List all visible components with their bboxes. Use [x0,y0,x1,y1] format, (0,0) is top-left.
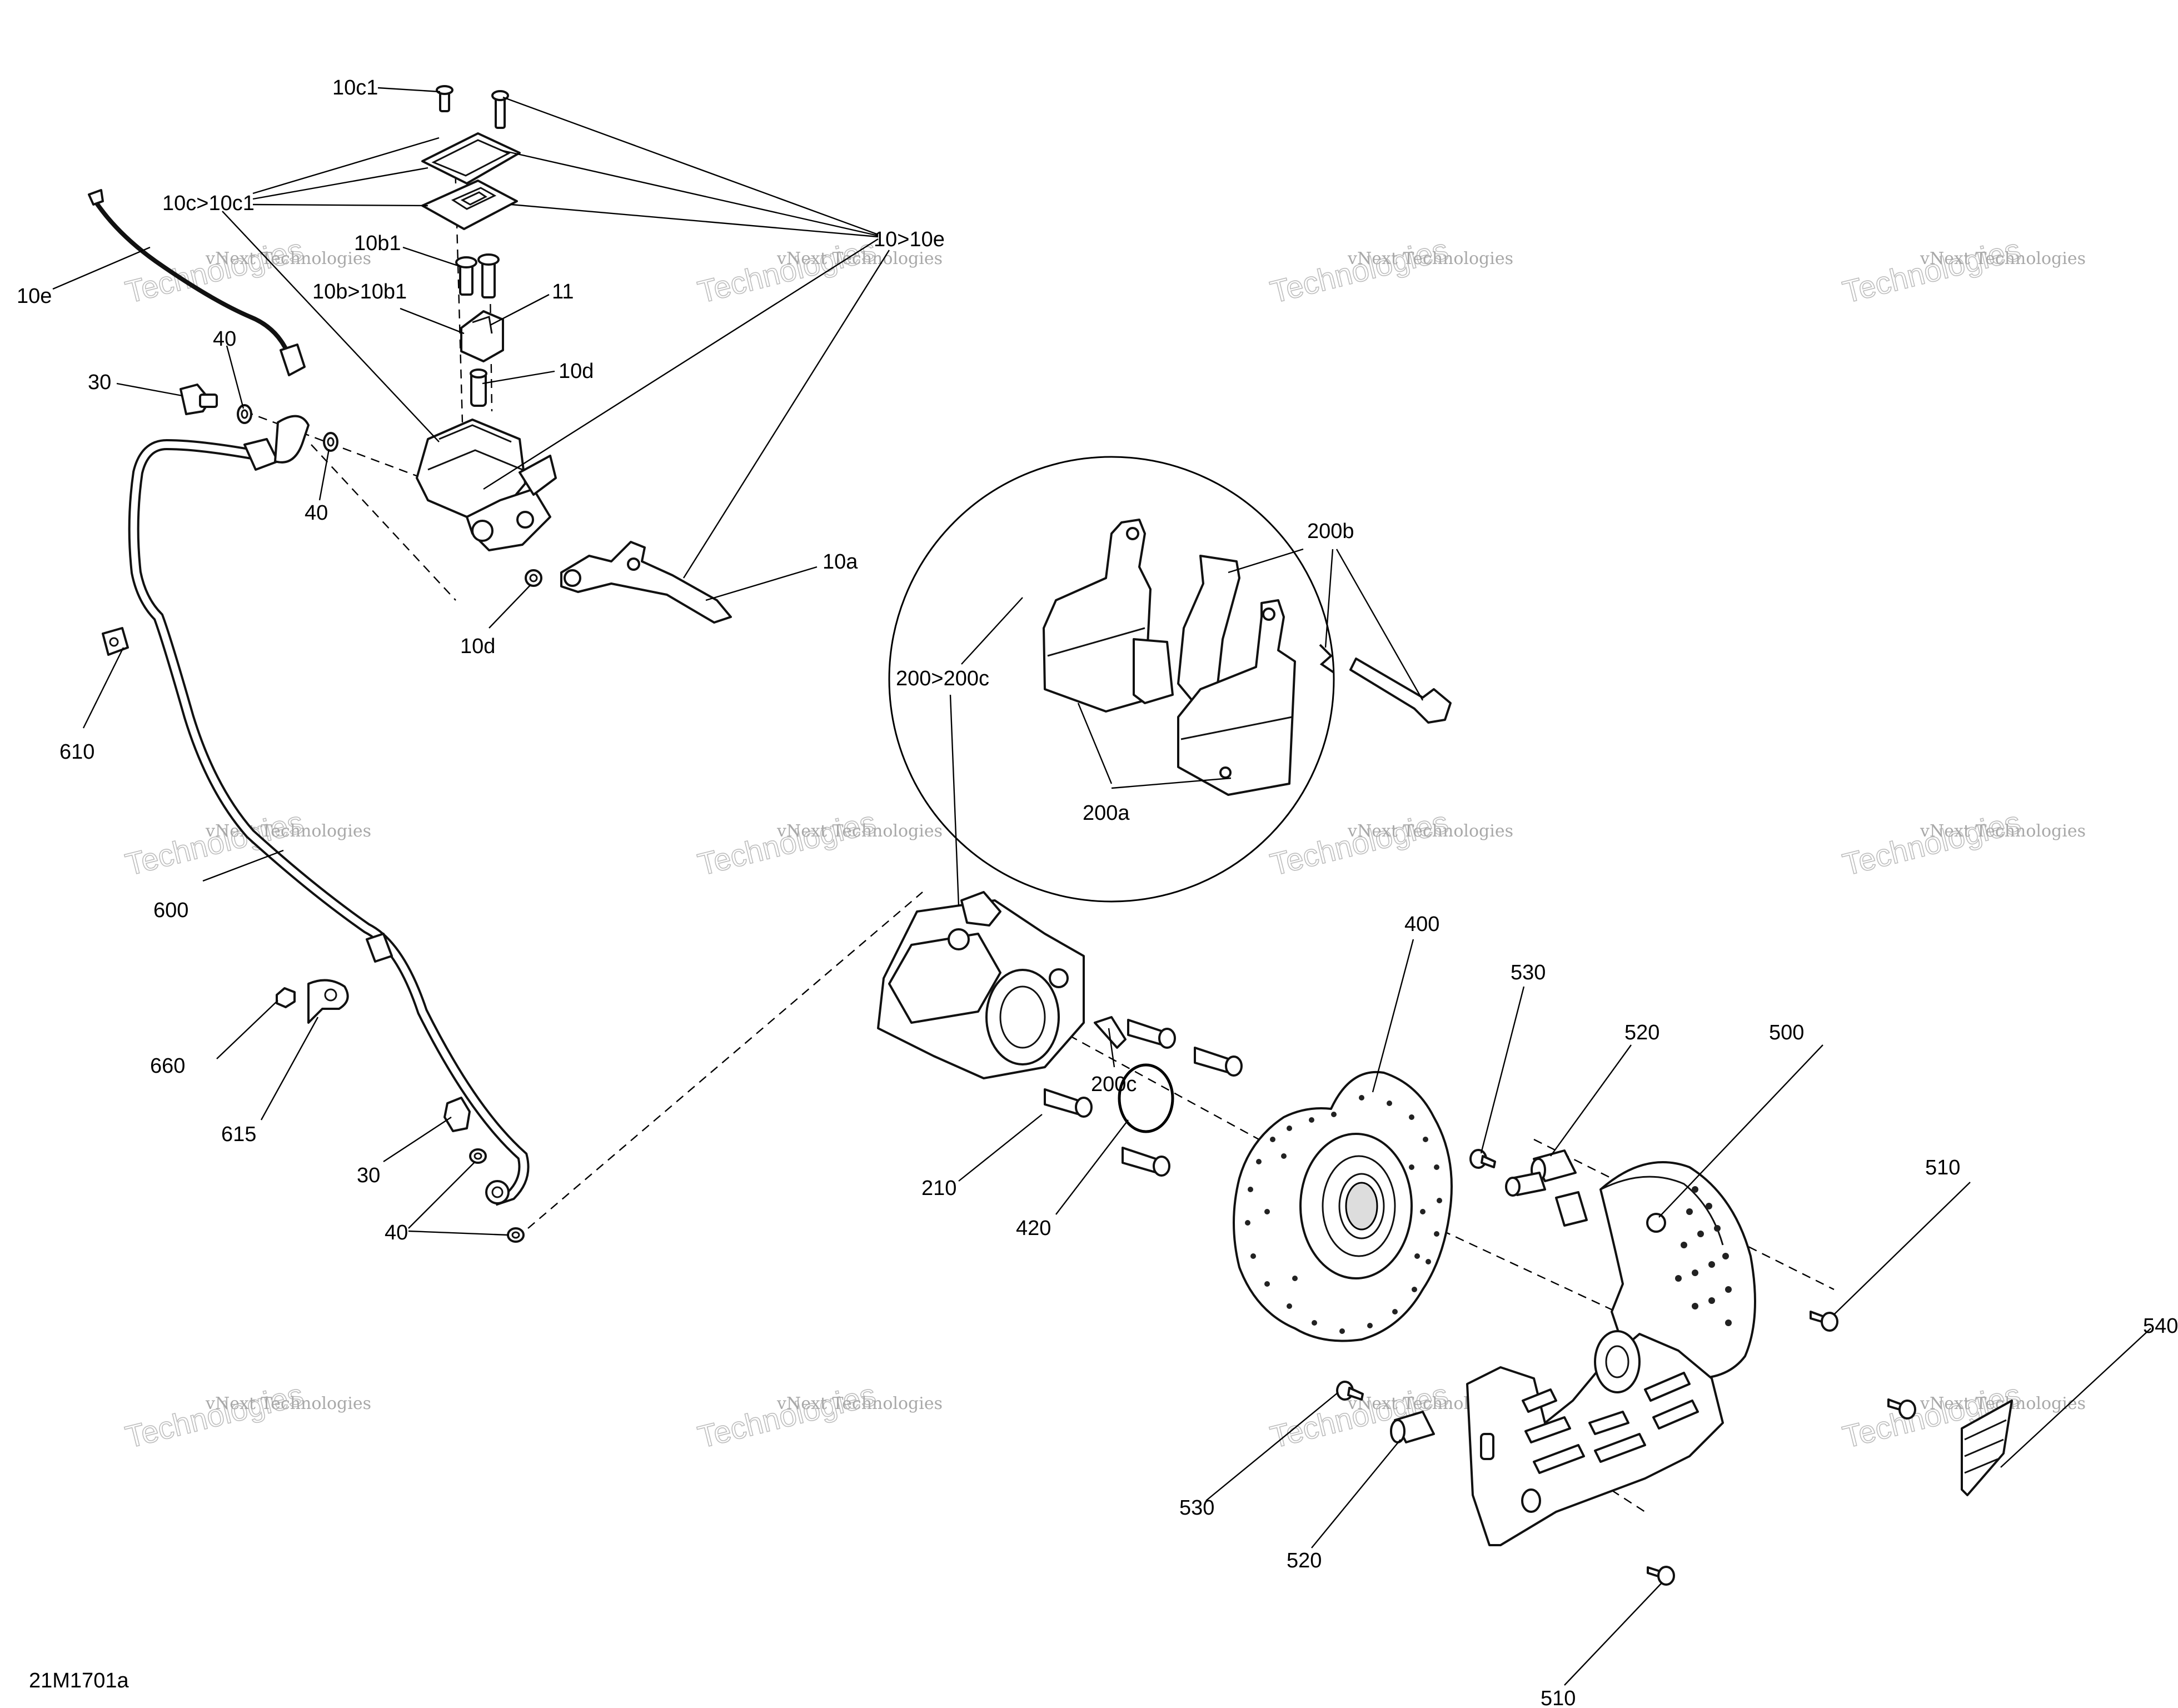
watermark-text: vNext Technologies [205,249,371,268]
callout-30-top: 30 [88,371,111,394]
callout-400: 400 [1404,913,1439,936]
callout-520-bottom: 520 [1287,1549,1322,1572]
callout-labels: 10c1 10c>10c1 10>10e 10b1 10b>10b1 11 10… [17,76,2178,1708]
callout-10b-10b1: 10b>10b1 [312,280,407,303]
caliper-bolt-210-a [1127,1019,1176,1049]
watermark-text: vNext Technologies [776,249,943,268]
callout-10d-bottom: 10d [460,635,495,658]
callout-600: 600 [153,899,188,922]
callout-615: 615 [221,1123,256,1146]
parts [88,85,2013,1586]
callout-10a: 10a [823,550,858,574]
washer-40-top-right [323,432,338,452]
nut-10d [525,569,542,587]
watermark-outline: Technologies [122,804,306,882]
watermark-text: vNext Technologies [776,1394,943,1413]
callout-10e: 10e [17,285,52,308]
watermark-outline: Technologies [1267,804,1451,882]
reservoir-cover [421,132,521,185]
watermark-text: vNext Technologies [1347,821,1513,841]
screw-530-top [1469,1149,1496,1169]
brake-lever-10a [560,541,732,624]
callout-200a: 200a [1083,801,1130,825]
watermark-outline: Technologies [1839,232,2024,310]
watermark-outline: Technologies [1839,804,2024,882]
bolt-11 [477,253,500,298]
banjo-bolt-30-top [180,384,218,415]
watermark-text: vNext Technologies [205,1394,371,1413]
washer-40-bottom-upper [469,1148,487,1164]
callout-10d-top: 10d [559,360,594,383]
watermark-text: vNext Technologies [1920,249,2086,268]
leader-lines [52,87,2151,1686]
callout-520-top: 520 [1624,1021,1659,1044]
decal-540 [1961,1400,2013,1496]
watermark-outline: Technologies [694,804,879,882]
switch-wire-10e [88,189,306,376]
caliper-bolt-210-b [1194,1047,1243,1077]
screw-510-c [1647,1566,1675,1586]
screw-10e-top [491,90,509,129]
nut-660 [276,987,296,1008]
callout-40-middle: 40 [305,501,328,525]
callout-530-bottom: 530 [1179,1496,1214,1520]
callout-510-bottom: 510 [1541,1687,1576,1708]
screw-530-bottom [1336,1381,1364,1401]
brake-disc-400 [1233,1070,1453,1342]
pivot-pin-10d [470,369,487,407]
callout-500: 500 [1769,1021,1804,1044]
callout-540: 540 [2143,1314,2178,1338]
brake-hose-600 [128,415,530,1206]
callout-10c-10c1: 10c>10c1 [162,192,255,215]
caliper-bolt-210-c [1044,1088,1093,1118]
disc-guard-500 [1466,1161,1756,1546]
watermark-outline: Technologies [1267,232,1451,310]
callout-40-bottom: 40 [385,1221,408,1244]
callout-200-200c: 200>200c [896,667,989,690]
clamp-10b [460,310,504,362]
callout-610: 610 [59,740,94,764]
callout-10c1: 10c1 [332,76,378,99]
watermark-text: vNext Technologies [776,821,943,841]
brake-pad-detail-circle [888,456,1452,903]
hose-clip-610 [102,627,129,656]
screw-510-a [1810,1311,1838,1332]
screw-10c1 [436,85,453,112]
callout-40-top: 40 [213,327,236,351]
callout-200b: 200b [1307,520,1354,543]
callout-11: 11 [552,280,574,303]
spacer-520-top-2 [1505,1172,1588,1227]
watermark-outline: Technologies [694,1377,879,1455]
banjo-bolt-30-bottom [443,1097,471,1132]
reservoir-diaphragm [421,180,518,230]
watermark-text: vNext Technologies [205,821,371,841]
figure-code: 21M1701a [29,1669,129,1692]
callout-510-right: 510 [1925,1156,1960,1179]
master-cylinder-body [416,419,557,551]
callout-30-bottom: 30 [357,1164,380,1187]
callout-660: 660 [150,1054,185,1078]
watermark-text: vNext Technologies [1347,249,1513,268]
watermark-text: vNext Technologies [1920,821,2086,841]
callout-420: 420 [1016,1217,1051,1240]
caliper-bolt-210-d [1122,1147,1170,1177]
brake-caliper-200 [877,891,1085,1079]
callout-10b1: 10b1 [354,232,401,255]
washer-40-top-left [237,404,252,424]
screw-510-b [1887,1398,1916,1420]
o-ring-420 [1118,1063,1174,1133]
bleeder-screw-200c [1094,1016,1127,1049]
callout-200c: 200c [1091,1073,1137,1096]
callout-210: 210 [921,1177,956,1200]
watermark-outline: Technologies [122,1377,306,1455]
callout-10-10e: 10>10e [874,228,945,251]
washer-40-bottom-lower [507,1227,525,1243]
clamp-615 [307,979,349,1024]
callout-530-top: 530 [1511,961,1546,984]
bolt-10b1 [455,256,477,296]
watermarks: Technologies vNext Technologies Technolo… [122,231,2086,1455]
watermark-outline: Technologies [694,232,879,310]
